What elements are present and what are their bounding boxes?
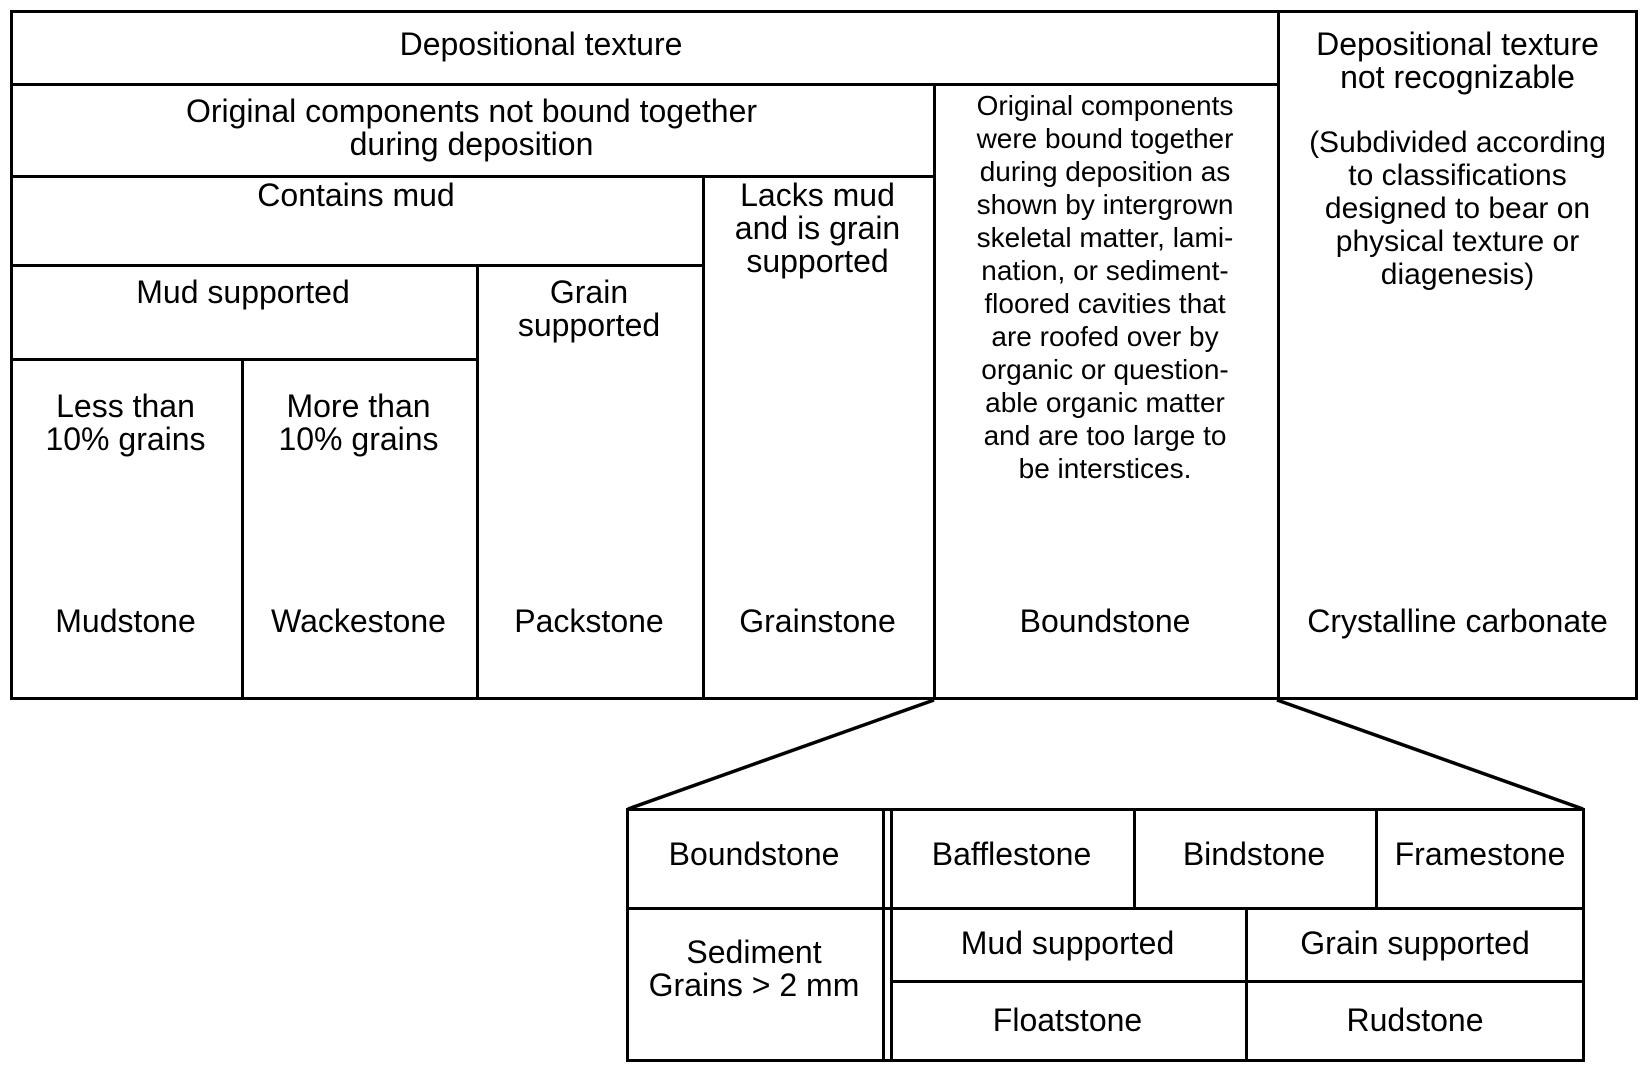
double-divider-right-line <box>890 808 893 1062</box>
cell-contains-mud: Contains mud <box>257 177 455 213</box>
lower-table-border <box>626 808 1585 1062</box>
lower-cell-bindstone: Bindstone <box>1182 836 1326 872</box>
divider-under-depositional-texture <box>10 83 1277 86</box>
cell-less-than-10pct-grains: Less than 10% grains <box>45 388 206 457</box>
label-wackestone: Wackestone <box>271 603 446 639</box>
divider-mudstone-wackestone <box>241 358 244 700</box>
lower-cell-bafflestone: Bafflestone <box>931 836 1092 872</box>
label-boundstone: Boundstone <box>1019 603 1191 639</box>
label-mudstone: Mudstone <box>55 603 196 639</box>
divider-packstone-grainstone <box>702 175 705 700</box>
divider-grainstone-boundstone <box>933 83 936 700</box>
cell-subdivided-note: (Subdivided according to classifications… <box>1309 126 1606 291</box>
lower-cell-framestone: Framestone <box>1394 836 1566 872</box>
cell-not-bound: Original components not bound together d… <box>185 93 758 162</box>
cell-grain-supported: Grain supported <box>517 274 661 343</box>
header-depositional-texture: Depositional texture <box>399 26 683 62</box>
connector-right-diagonal <box>1276 698 1584 811</box>
lower-cell-sediment-grains: Sediment Grains > 2 mm <box>648 934 860 1003</box>
lower-cell-boundstone: Boundstone <box>668 836 840 872</box>
double-divider-left-line <box>882 808 885 1062</box>
label-crystalline-carbonate: Crystalline carbonate <box>1307 603 1608 639</box>
divider-wackestone-packstone <box>476 264 479 700</box>
cell-not-recognizable: Depositional texture not recognizable <box>1316 26 1599 95</box>
divider-bafflestone-bindstone <box>1133 808 1136 907</box>
label-packstone: Packstone <box>514 603 664 639</box>
cell-mud-supported: Mud supported <box>136 274 350 310</box>
divider-boundstone-crystalline <box>1277 10 1280 700</box>
cell-bound-description: Original components were bound together … <box>976 90 1234 484</box>
cell-more-than-10pct-grains: More than 10% grains <box>278 388 439 457</box>
lower-cell-grain-supported: Grain supported <box>1300 925 1530 961</box>
lower-cell-floatstone: Floatstone <box>992 1002 1143 1038</box>
divider-under-lower-top-row <box>626 907 1585 910</box>
divider-bindstone-framestone <box>1375 808 1378 907</box>
connector-left-diagonal <box>627 698 935 811</box>
upper-table-border <box>10 10 1638 700</box>
divider-under-lower-mud-grain-row <box>890 980 1585 983</box>
cell-lacks-mud: Lacks mud and is grain supported <box>734 177 901 279</box>
divider-under-contains-mud <box>10 264 702 267</box>
label-grainstone: Grainstone <box>739 603 896 639</box>
divider-floatstone-rudstone <box>1245 907 1248 1062</box>
lower-cell-rudstone: Rudstone <box>1346 1002 1484 1038</box>
lower-cell-mud-supported: Mud supported <box>960 925 1175 961</box>
divider-under-not-bound <box>10 175 933 178</box>
